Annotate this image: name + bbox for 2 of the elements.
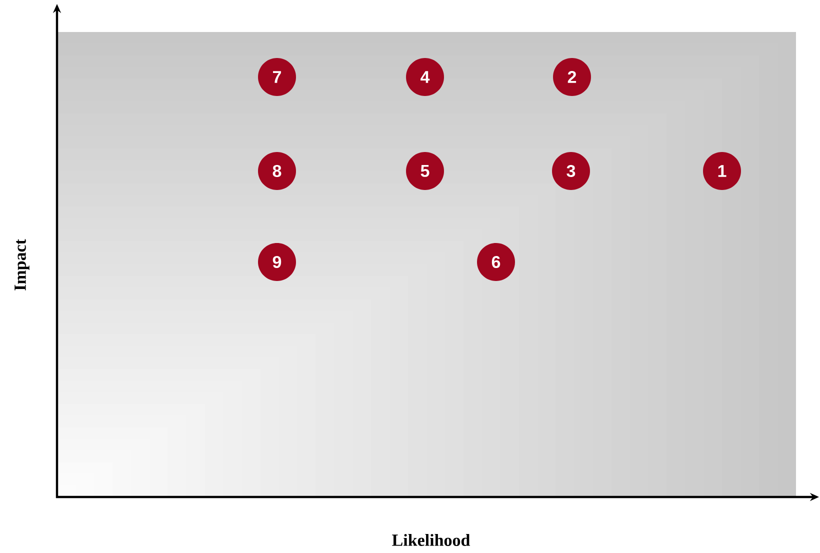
axis-title: Impact	[14, 239, 30, 290]
axis-title: Likelihood	[392, 534, 470, 546]
